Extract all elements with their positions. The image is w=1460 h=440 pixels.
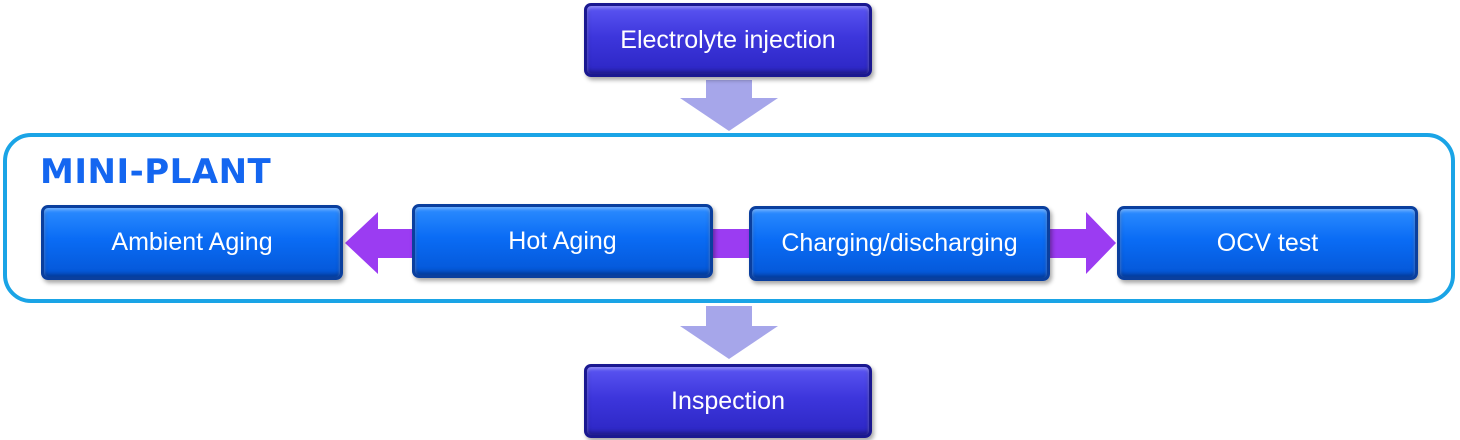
electrolyte-injection-box: Electrolyte injection <box>584 3 872 77</box>
connector-bar-purple <box>710 229 752 258</box>
left-arrow-purple <box>345 212 414 274</box>
right-arrow-purple <box>1048 212 1116 274</box>
hot-aging-box: Hot Aging <box>412 204 713 278</box>
ocv-test-label: OCV test <box>1216 228 1319 257</box>
ocv-test-box: OCV test <box>1117 206 1418 280</box>
down-arrow-top <box>680 80 778 131</box>
charging-discharging-label: Charging/discharging <box>781 229 1018 257</box>
mini-plant-title: MINI-PLANT <box>40 152 272 192</box>
inspection-box: Inspection <box>584 364 872 438</box>
ambient-aging-box: Ambient Aging <box>41 205 343 280</box>
electrolyte-injection-label: Electrolyte injection <box>620 25 836 54</box>
hot-aging-label: Hot Aging <box>508 226 617 255</box>
inspection-label: Inspection <box>671 386 785 415</box>
down-arrow-bottom <box>680 306 778 359</box>
ambient-aging-label: Ambient Aging <box>111 228 273 256</box>
charging-discharging-box: Charging/discharging <box>749 206 1050 281</box>
